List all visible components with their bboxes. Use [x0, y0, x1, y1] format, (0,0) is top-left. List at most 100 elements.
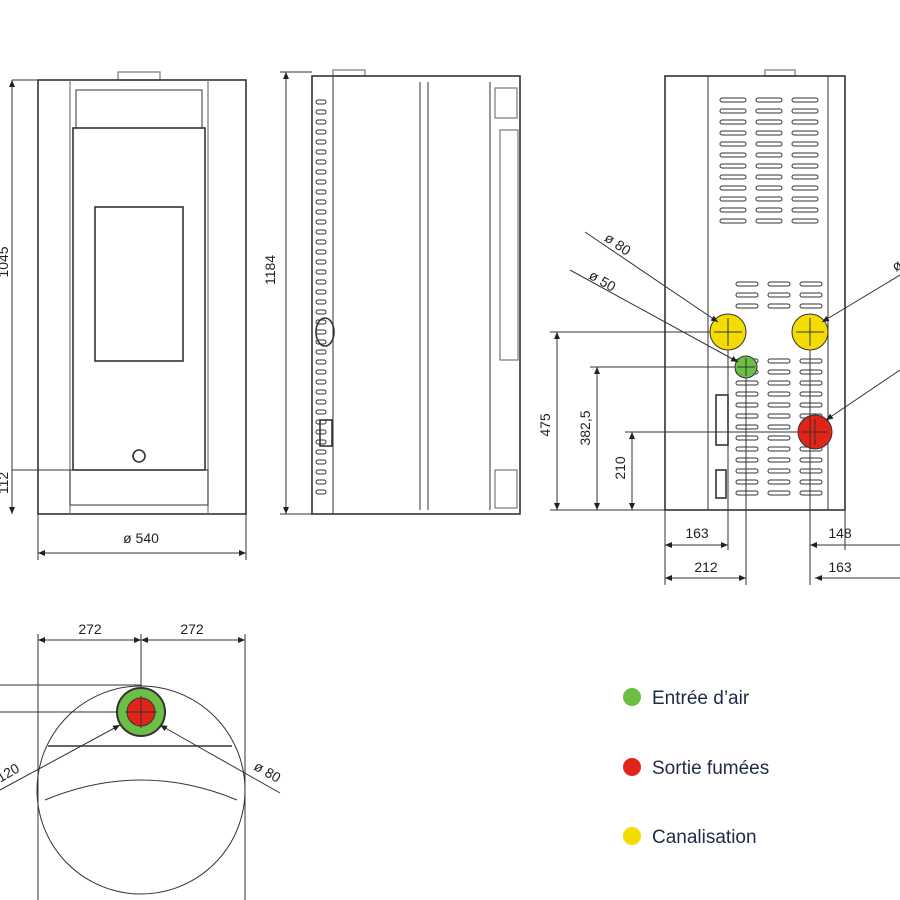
vent-slot — [735, 457, 759, 463]
height-label-flue: 210 — [612, 456, 628, 480]
vent-slot — [315, 469, 327, 475]
vent-slot — [767, 468, 791, 474]
vent-slot — [719, 163, 747, 169]
top-left-diameter-label: ø 120 — [0, 760, 22, 792]
vent-slot — [767, 303, 791, 309]
offset-label-148: 148 — [828, 525, 852, 541]
vent-slot — [315, 379, 327, 385]
flue-outlet — [797, 414, 833, 450]
right-diameter-label: ø — [889, 256, 900, 274]
vent-slot — [791, 218, 819, 224]
door-knob-icon — [132, 449, 146, 463]
offset-label-212: 212 — [694, 559, 718, 575]
vent-slot — [315, 329, 327, 335]
vent-slot — [315, 359, 327, 365]
half-width-label-left: 272 — [78, 621, 102, 637]
vent-slot — [799, 292, 823, 298]
rear-view: ø 80 ø 50 ø 475 382,5 210 163 212 148 16… — [537, 69, 900, 585]
vent-slot — [315, 109, 327, 115]
vent-slot — [315, 139, 327, 145]
vent-slot — [315, 169, 327, 175]
vent-slot — [791, 141, 819, 147]
front-height-label: 1045 — [0, 246, 11, 277]
vent-slot — [315, 349, 327, 355]
vent-slot — [755, 163, 783, 169]
top-right-diameter-label: ø 80 — [251, 758, 283, 786]
vent-slot — [767, 391, 791, 397]
vent-slot — [799, 402, 823, 408]
vent-slot — [791, 108, 819, 114]
vent-slot — [315, 239, 327, 245]
vent-slot — [799, 468, 823, 474]
vent-slot — [315, 399, 327, 405]
legend: Entrée d’air Sortie fumées Canalisation — [623, 688, 769, 848]
vent-slot — [315, 299, 327, 305]
vent-slot — [735, 490, 759, 496]
front-view: 1045 112 ø 540 — [0, 71, 247, 560]
vent-slot — [755, 152, 783, 158]
top-view: 272 272 ø 120 ø 80 — [0, 621, 284, 900]
vent-slot — [719, 141, 747, 147]
vent-slot — [735, 435, 759, 441]
vent-slot — [799, 358, 823, 364]
legend-swatch-flue-outlet — [623, 758, 641, 776]
vent-slot — [735, 413, 759, 419]
vent-slot — [735, 468, 759, 474]
vent-slot — [315, 449, 327, 455]
vent-slot — [791, 130, 819, 136]
vent-slot — [315, 99, 327, 105]
vent-slot — [767, 292, 791, 298]
vent-slot — [315, 119, 327, 125]
vent-slot — [315, 279, 327, 285]
vent-slot — [315, 489, 327, 495]
vent-slot — [315, 149, 327, 155]
vent-slot — [767, 358, 791, 364]
vent-slot — [791, 185, 819, 191]
vent-slot — [315, 179, 327, 185]
ducting-outlet-left — [709, 313, 747, 351]
vent-slot — [735, 281, 759, 287]
legend-swatch-ducting — [623, 827, 641, 845]
vent-slot — [735, 446, 759, 452]
vent-slot — [735, 391, 759, 397]
height-label-air-inlet: 382,5 — [577, 410, 593, 445]
vent-slot — [315, 429, 327, 435]
vent-slot — [755, 130, 783, 136]
vent-slot — [315, 209, 327, 215]
vent-slot — [799, 281, 823, 287]
vent-slot — [735, 303, 759, 309]
vent-slot — [719, 108, 747, 114]
vent-slot — [315, 219, 327, 225]
vent-slot — [791, 174, 819, 180]
vent-slot — [767, 380, 791, 386]
vent-slot — [315, 389, 327, 395]
legend-label-flue-outlet: Sortie fumées — [652, 758, 769, 779]
vent-slot — [735, 292, 759, 298]
vent-slot — [315, 479, 327, 485]
vent-slot — [767, 479, 791, 485]
vent-slot — [315, 289, 327, 295]
vent-slot — [791, 152, 819, 158]
vent-slot — [767, 281, 791, 287]
vent-slot — [799, 490, 823, 496]
vent-slot — [799, 391, 823, 397]
legend-label-air-inlet: Entrée d’air — [652, 688, 750, 709]
vent-slot — [315, 269, 327, 275]
vent-slot — [735, 380, 759, 386]
vent-slot — [315, 199, 327, 205]
vent-slot — [315, 189, 327, 195]
vent-slot — [799, 457, 823, 463]
vent-slot — [755, 141, 783, 147]
vent-slot — [767, 446, 791, 452]
vent-slot — [791, 163, 819, 169]
height-label-ducting: 475 — [537, 413, 553, 437]
vent-slot — [735, 424, 759, 430]
vent-slot — [719, 185, 747, 191]
vent-slot — [719, 119, 747, 125]
vent-slot — [767, 424, 791, 430]
vent-slot — [755, 97, 783, 103]
vent-slot — [767, 435, 791, 441]
vent-slot — [755, 196, 783, 202]
